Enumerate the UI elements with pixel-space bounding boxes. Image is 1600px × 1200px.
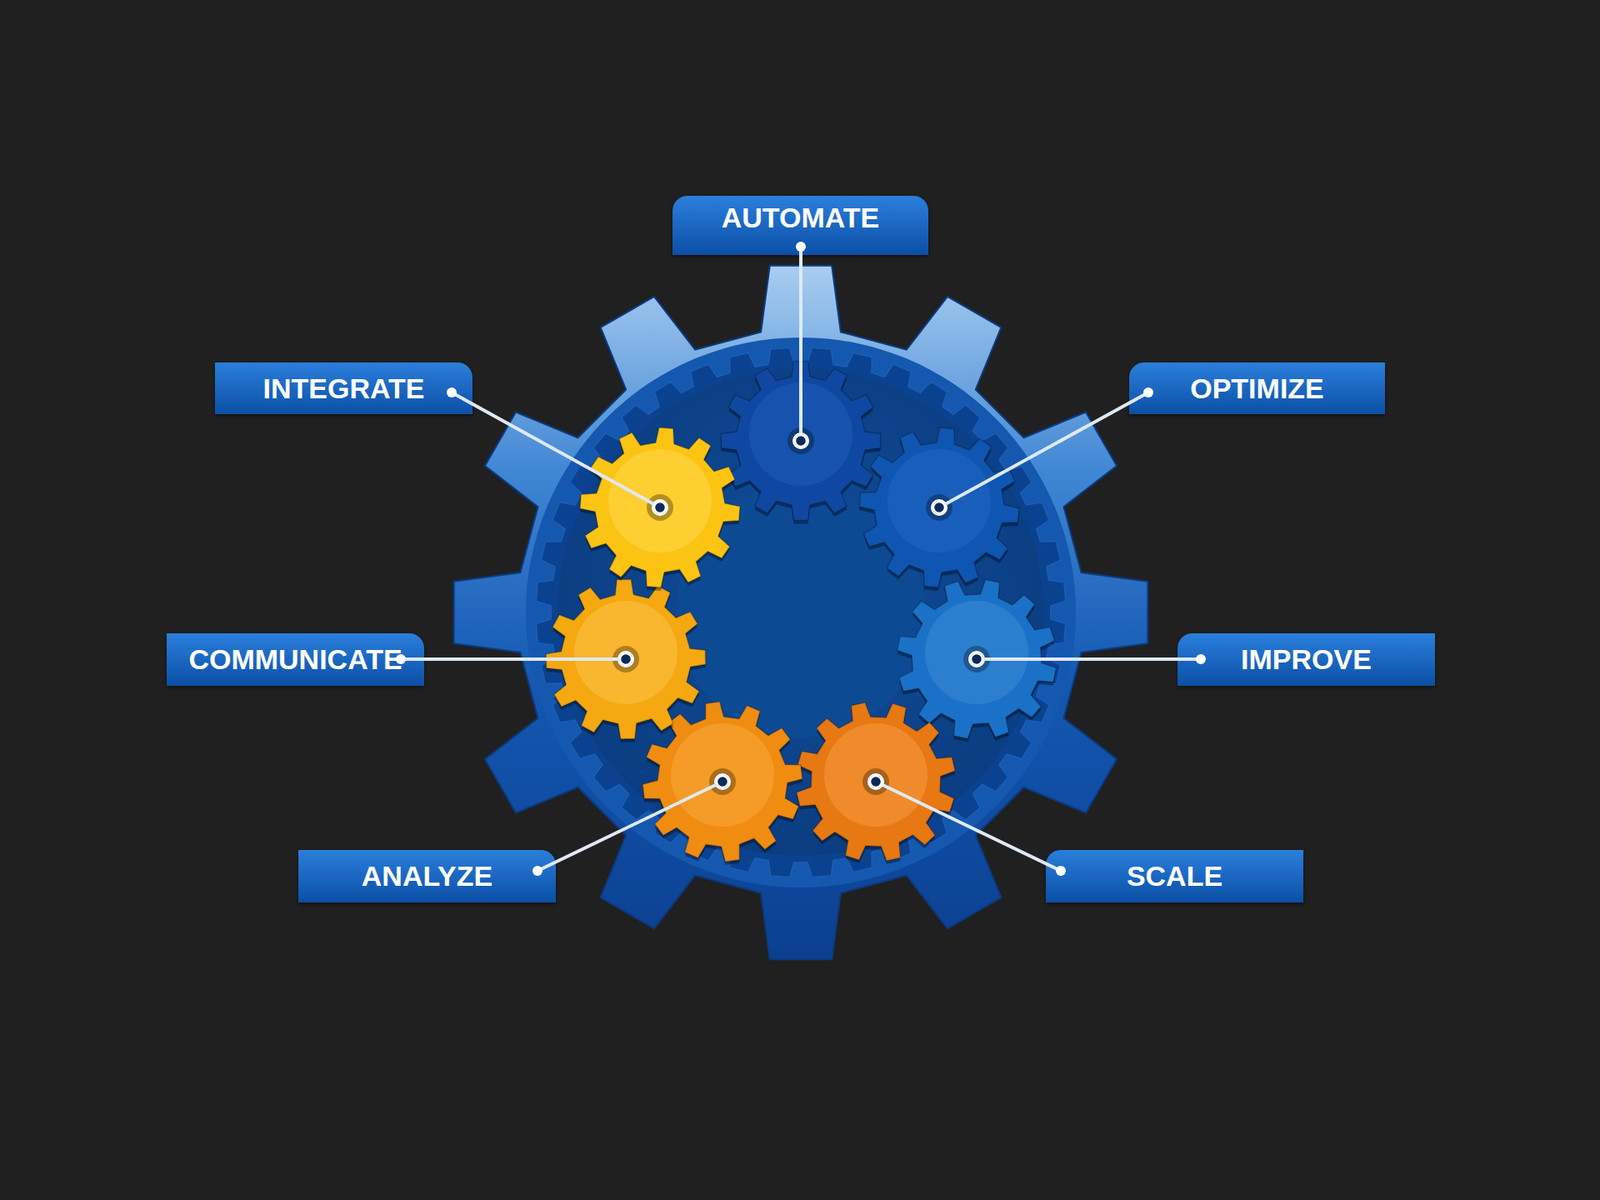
- gear-axle: [646, 494, 674, 521]
- gear-axle: [963, 645, 990, 673]
- leader-end: [795, 435, 807, 447]
- gear-axle-dot: [715, 774, 730, 790]
- leader-line: [976, 657, 1201, 661]
- small-gear: [859, 427, 1020, 588]
- gear-axle: [925, 494, 953, 521]
- small-gear: [720, 360, 880, 520]
- main-gear-body: [525, 337, 1076, 888]
- label-box: OPTIMIZE: [1129, 362, 1385, 415]
- label-text: IMPROVE: [1240, 643, 1372, 676]
- inner-area: [557, 369, 1045, 856]
- leader-line: [451, 392, 660, 508]
- gear-axle-dot: [618, 651, 634, 667]
- main-gear: [454, 265, 1149, 960]
- leader-end: [870, 775, 882, 788]
- gear-highlight: [824, 723, 928, 827]
- gear-highlight: [574, 600, 678, 705]
- gear-highlight: [749, 382, 853, 486]
- gear-axle-dot: [793, 433, 809, 449]
- small-gear: [897, 580, 1057, 740]
- gear-highlight: [887, 449, 991, 553]
- label-text: COMMUNICATE: [188, 643, 402, 676]
- label-box: IMPROVE: [1177, 633, 1435, 686]
- small-gear: [796, 702, 955, 861]
- leader-line: [875, 781, 1061, 871]
- gear-axle-dot: [969, 651, 985, 667]
- gear-highlight: [608, 449, 712, 553]
- gear-axle: [862, 768, 890, 795]
- gear-axle: [612, 645, 640, 673]
- gear-axle: [709, 768, 736, 795]
- gear-axle: [787, 427, 815, 455]
- gear-axle-dot: [931, 500, 947, 515]
- leader-end: [933, 501, 945, 514]
- leader-line: [939, 392, 1149, 508]
- label-box: ANALYZE: [298, 850, 556, 903]
- leader-end: [620, 653, 632, 665]
- label-text: ANALYZE: [361, 860, 493, 893]
- gear-axle-dot: [652, 500, 668, 515]
- small-gear: [580, 427, 740, 588]
- inner-ring: [535, 347, 1065, 877]
- leader-end: [716, 775, 729, 788]
- label-box: AUTOMATE: [672, 195, 929, 255]
- label-box: COMMUNICATE: [166, 633, 425, 686]
- small-gear: [545, 579, 706, 740]
- label-text: OPTIMIZE: [1190, 372, 1325, 405]
- leader-end: [654, 501, 666, 514]
- label-text: SCALE: [1126, 860, 1223, 893]
- gear-axle-dot: [868, 774, 884, 790]
- gear-highlight: [925, 600, 1029, 705]
- leader-line: [537, 781, 723, 871]
- label-box: INTEGRATE: [215, 362, 473, 415]
- gear-highlight: [670, 723, 775, 827]
- label-text: AUTOMATE: [721, 201, 880, 235]
- leader-line: [799, 246, 803, 441]
- label-box: SCALE: [1045, 850, 1304, 903]
- leader-end: [970, 653, 983, 665]
- leader-line: [400, 657, 626, 661]
- label-text: INTEGRATE: [263, 372, 425, 405]
